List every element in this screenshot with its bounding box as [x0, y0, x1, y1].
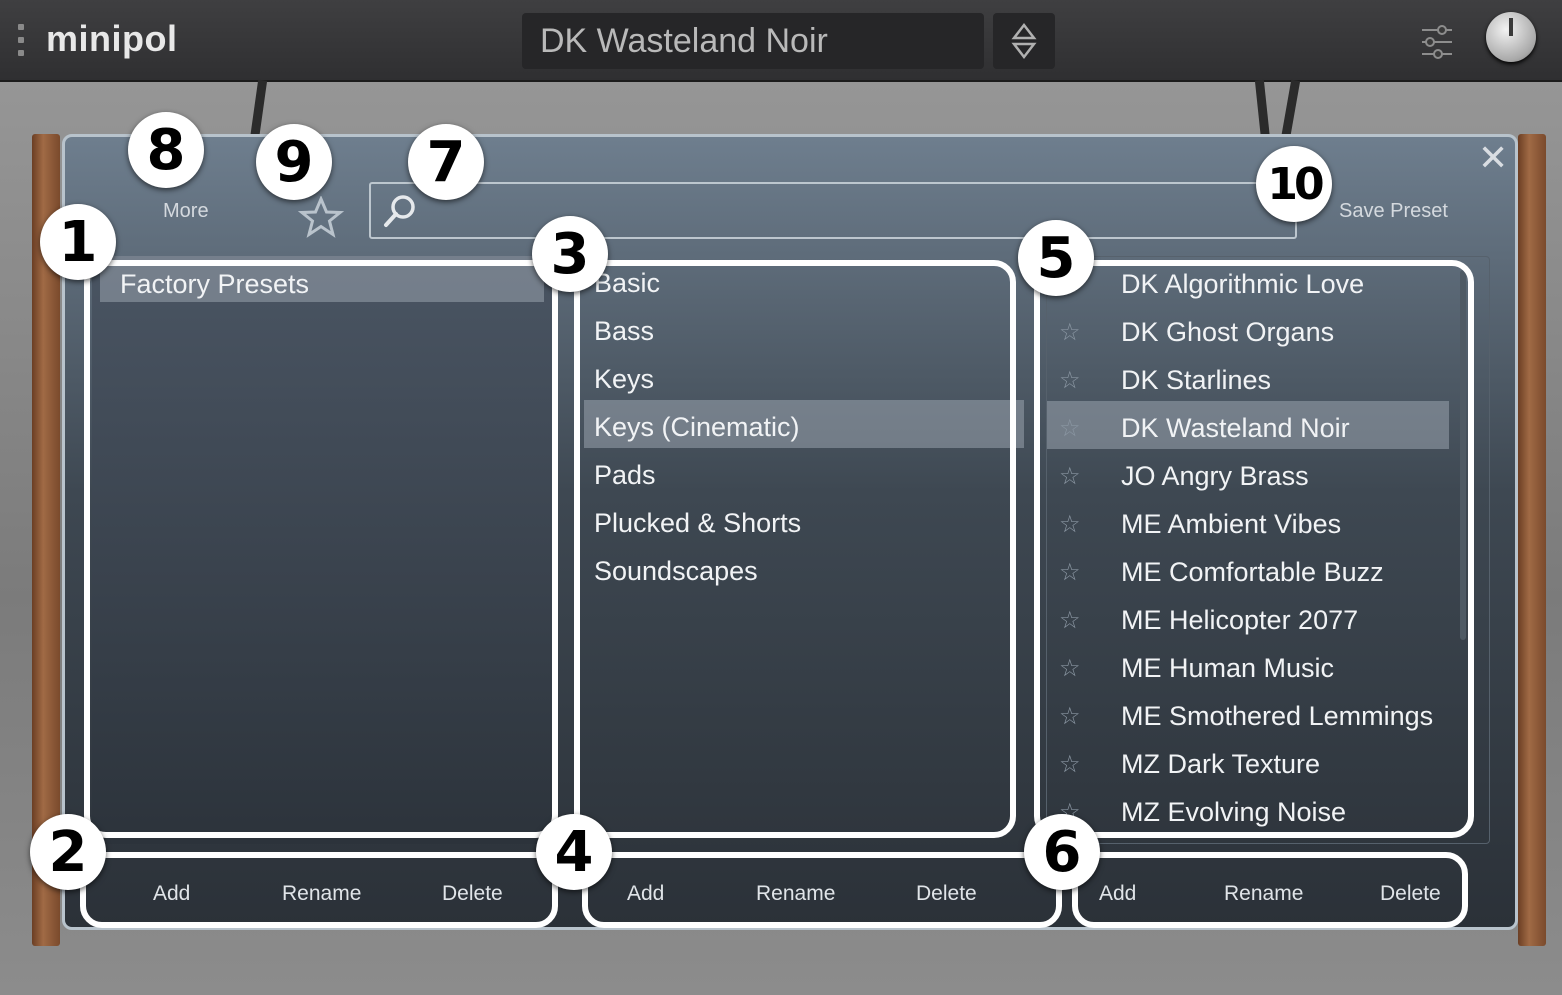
preset-rename-button[interactable]: Rename [1224, 882, 1304, 905]
preset-item-label: ME Smothered Lemmings [1121, 701, 1434, 731]
preset-item-label: DK Starlines [1121, 365, 1272, 395]
preset-item-label: ME Ambient Vibes [1121, 509, 1342, 539]
bank-buttons: Add Rename Delete [84, 864, 558, 922]
category-delete-button[interactable]: Delete [916, 882, 977, 905]
star-icon[interactable]: ☆ [1059, 367, 1081, 394]
preset-delete-button[interactable]: Delete [1380, 882, 1441, 905]
close-icon[interactable]: ✕ [1478, 137, 1509, 178]
category-item[interactable]: Keys (Cinematic) [584, 400, 1024, 448]
bank-item[interactable]: Factory Presets [100, 256, 544, 302]
star-icon[interactable]: ☆ [1059, 319, 1081, 346]
category-item[interactable]: Keys [594, 364, 655, 394]
wood-side-right [1518, 134, 1546, 946]
preset-item[interactable]: ☆ DK Wasteland Noir [1047, 401, 1449, 449]
annotation-badge-4: 4 [536, 814, 612, 890]
preset-item-label: DK Algorithmic Love [1121, 269, 1365, 299]
volume-knob[interactable] [1486, 12, 1536, 62]
annotation-badge-8: 8 [128, 112, 204, 188]
preset-item[interactable]: ☆DK Algorithmic Love [1047, 257, 1489, 305]
app-logo: minipol [46, 18, 178, 59]
preset-item-label: JO Angry Brass [1121, 461, 1309, 491]
cable-decoration [249, 79, 268, 141]
preset-stepper[interactable] [993, 13, 1055, 69]
preset-item[interactable]: ☆ ME Ambient Vibes [1047, 497, 1489, 545]
current-preset-display[interactable]: DK Wasteland Noir [522, 13, 984, 69]
star-icon[interactable]: ☆ [1059, 463, 1081, 490]
annotation-badge-9: 9 [256, 124, 332, 200]
preset-item-label: ME Helicopter 2077 [1121, 605, 1359, 635]
category-item[interactable]: Basic [594, 268, 661, 298]
category-item[interactable]: Bass [594, 316, 655, 346]
preset-item-label: MZ Dark Texture [1121, 749, 1321, 779]
preset-item[interactable]: ☆ ME Comfortable Buzz [1047, 545, 1489, 593]
up-down-arrows-icon [1011, 22, 1037, 60]
category-list[interactable]: Basic Bass Keys Keys (Cinematic) Pads Pl… [584, 256, 1024, 844]
preset-item[interactable]: ☆ DK Starlines [1047, 353, 1489, 401]
category-item[interactable]: Plucked & Shorts [594, 508, 802, 538]
annotation-badge-10: 10 [1256, 146, 1332, 222]
preset-item-label: ME Human Music [1121, 653, 1335, 683]
bank-add-button[interactable]: Add [153, 882, 191, 905]
category-item[interactable]: Soundscapes [594, 556, 758, 586]
star-icon[interactable]: ☆ [1059, 559, 1081, 586]
search-field[interactable] [369, 182, 1297, 239]
star-icon[interactable]: ☆ [1059, 511, 1081, 538]
cable-decoration [1280, 79, 1301, 141]
star-icon[interactable]: ☆ [1059, 751, 1081, 778]
top-bar: minipol DK Wasteland Noir [0, 0, 1562, 82]
star-icon[interactable]: ☆ [1059, 415, 1081, 442]
annotation-badge-3: 3 [532, 216, 608, 292]
annotation-badge-2: 2 [30, 814, 106, 890]
save-preset-button[interactable]: Save Preset [1339, 200, 1448, 222]
preset-buttons: Add Rename Delete [1074, 864, 1468, 922]
bank-list[interactable]: Factory Presets [92, 256, 552, 844]
preset-item-label: DK Wasteland Noir [1121, 413, 1350, 443]
more-button[interactable]: More [163, 200, 209, 222]
annotation-badge-6: 6 [1024, 814, 1100, 890]
preset-item[interactable]: ☆ JO Angry Brass [1047, 449, 1489, 497]
preset-item-label: ME Comfortable Buzz [1121, 557, 1384, 587]
preset-item[interactable]: ☆MZ Evolving Noise [1047, 785, 1489, 833]
annotation-badge-7: 7 [408, 124, 484, 200]
preset-item[interactable]: ☆ ME Helicopter 2077 [1047, 593, 1489, 641]
category-buttons: Add Rename Delete [584, 864, 1062, 922]
category-add-button[interactable]: Add [627, 882, 665, 905]
annotation-badge-5: 5 [1018, 220, 1094, 296]
preset-item[interactable]: ☆ ME Human Music [1047, 641, 1489, 689]
preset-list-scrollbar[interactable] [1460, 270, 1466, 640]
category-rename-button[interactable]: Rename [756, 882, 836, 905]
preset-item-label: DK Ghost Organs [1121, 317, 1335, 347]
preset-list[interactable]: ☆DK Algorithmic Love ☆DK Ghost Organs ☆D… [1046, 256, 1490, 844]
bank-rename-button[interactable]: Rename [282, 882, 362, 905]
star-icon[interactable]: ☆ [1059, 607, 1081, 634]
category-item[interactable]: Pads [594, 460, 656, 490]
sliders-icon[interactable] [1420, 24, 1454, 60]
preset-add-button[interactable]: Add [1099, 882, 1137, 905]
annotation-badge-1: 1 [40, 204, 116, 280]
cable-decoration [1254, 79, 1271, 141]
star-icon[interactable] [298, 196, 344, 238]
preset-item[interactable]: ☆ DK Ghost Organs [1047, 305, 1489, 353]
preset-item[interactable]: ☆ MZ Dark Texture [1047, 737, 1489, 785]
preset-item[interactable]: ☆ ME Smothered Lemmings [1047, 689, 1489, 737]
bank-delete-button[interactable]: Delete [442, 882, 503, 905]
star-icon[interactable]: ☆ [1059, 655, 1081, 682]
search-icon [384, 195, 415, 227]
drag-handle-icon[interactable] [18, 24, 24, 56]
preset-item-label: MZ Evolving Noise [1121, 797, 1347, 827]
star-icon[interactable]: ☆ [1059, 703, 1081, 730]
